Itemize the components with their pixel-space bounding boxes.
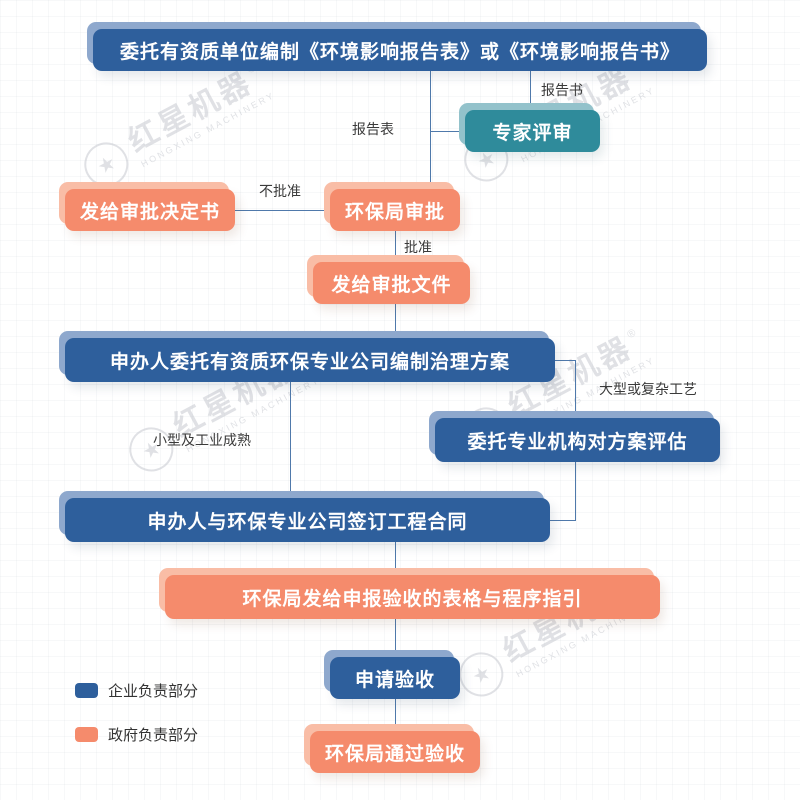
connector-entrust-to-epb bbox=[430, 71, 431, 189]
connector-plan-to-eval-h bbox=[555, 360, 575, 361]
connector-eval-to-contract-h bbox=[550, 520, 576, 521]
legend-label-government: 政府负责部分 bbox=[108, 727, 199, 744]
watermark-brand: 红星机器 bbox=[122, 65, 259, 159]
node-entrust-report: 委托有资质单位编制《环境影响报告表》或《环境影响报告书》 bbox=[93, 29, 707, 71]
connector-epb-to-document bbox=[395, 231, 396, 262]
node-epb-approval: 环保局审批 bbox=[330, 189, 460, 231]
edge-label-report-form: 报告表 bbox=[352, 121, 394, 137]
connector-contract-to-guide bbox=[395, 542, 396, 575]
node-expert-review: 专家评审 bbox=[465, 110, 600, 152]
node-approval-decision-letter: 发给审批决定书 bbox=[65, 189, 235, 231]
edge-label-approved: 批准 bbox=[404, 239, 432, 255]
connector-expert-to-mainline bbox=[430, 131, 465, 132]
edge-label-report-book: 报告书 bbox=[541, 82, 583, 98]
legend-item-government: 政府负责部分 bbox=[75, 724, 198, 745]
edge-label-large-or-complex: 大型或复杂工艺 bbox=[599, 381, 697, 397]
node-approval-document: 发给审批文件 bbox=[313, 262, 470, 304]
hongxing-star-logo-icon: ★ bbox=[451, 644, 512, 705]
legend-swatch-government bbox=[75, 727, 98, 742]
watermark: ★ 红星机器® HONGXING MACHINERY bbox=[76, 60, 277, 195]
connector-document-to-plan bbox=[395, 304, 396, 338]
node-plan-evaluation: 委托专业机构对方案评估 bbox=[435, 418, 720, 462]
node-sign-contract: 申办人与环保专业公司签订工程合同 bbox=[65, 498, 550, 542]
watermark-sub: HONGXING MACHINERY bbox=[139, 89, 277, 169]
connector-epb-to-decision bbox=[235, 210, 330, 211]
node-plan-preparation: 申办人委托有资质环保专业公司编制治理方案 bbox=[65, 338, 555, 382]
node-acceptance-guide: 环保局发给申报验收的表格与程序指引 bbox=[165, 575, 660, 619]
edge-label-small-or-mature: 小型及工业成熟 bbox=[153, 432, 251, 448]
registered-mark: ® bbox=[624, 326, 638, 341]
connector-plan-to-eval-v bbox=[575, 360, 576, 418]
legend-item-enterprise: 企业负责部分 bbox=[75, 680, 198, 701]
connector-apply-to-passed bbox=[395, 699, 396, 731]
legend-label-enterprise: 企业负责部分 bbox=[108, 683, 199, 700]
legend-swatch-enterprise bbox=[75, 683, 98, 698]
hongxing-star-logo-icon: ★ bbox=[76, 134, 137, 195]
connector-eval-to-contract-v bbox=[575, 462, 576, 520]
connector-guide-to-apply bbox=[395, 619, 396, 657]
connector-plan-to-contract bbox=[290, 382, 291, 498]
node-acceptance-passed: 环保局通过验收 bbox=[310, 731, 480, 773]
node-apply-acceptance: 申请验收 bbox=[330, 657, 460, 699]
connector-entrust-to-expert bbox=[530, 71, 531, 110]
edge-label-not-approved: 不批准 bbox=[259, 183, 301, 199]
